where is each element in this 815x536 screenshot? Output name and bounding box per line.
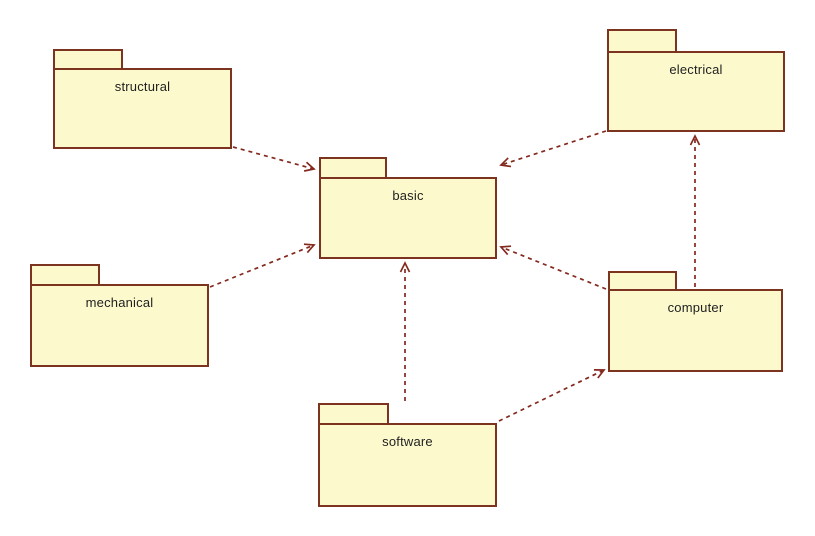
- package-body: software: [318, 423, 497, 507]
- package-tab: [319, 157, 387, 177]
- package-tab: [30, 264, 100, 284]
- dependency-structural-to-basic[interactable]: [232, 146, 316, 172]
- package-body: electrical: [607, 51, 785, 132]
- package-electrical[interactable]: electrical: [607, 29, 785, 132]
- package-body: computer: [608, 289, 783, 372]
- package-tab: [53, 49, 123, 68]
- package-label: electrical: [669, 62, 723, 77]
- package-label: computer: [667, 300, 724, 315]
- package-body: mechanical: [30, 284, 209, 367]
- package-mechanical[interactable]: mechanical: [30, 264, 209, 367]
- package-label: software: [382, 434, 433, 449]
- package-label: basic: [392, 188, 424, 203]
- package-computer[interactable]: computer: [608, 271, 783, 372]
- package-structural[interactable]: structural: [53, 49, 232, 149]
- package-tab: [608, 271, 677, 289]
- package-tab: [318, 403, 389, 423]
- package-label: structural: [114, 79, 171, 94]
- package-tab: [607, 29, 677, 51]
- dependency-mechanical-to-basic[interactable]: [209, 243, 316, 288]
- package-basic[interactable]: basic: [319, 157, 497, 259]
- package-body: structural: [53, 68, 232, 149]
- dependency-computer-to-basic[interactable]: [499, 245, 607, 290]
- package-label: mechanical: [85, 295, 154, 310]
- package-software[interactable]: software: [318, 403, 497, 507]
- dependency-software-to-computer[interactable]: [498, 369, 606, 422]
- package-body: basic: [319, 177, 497, 259]
- dependency-electrical-to-basic[interactable]: [499, 130, 607, 168]
